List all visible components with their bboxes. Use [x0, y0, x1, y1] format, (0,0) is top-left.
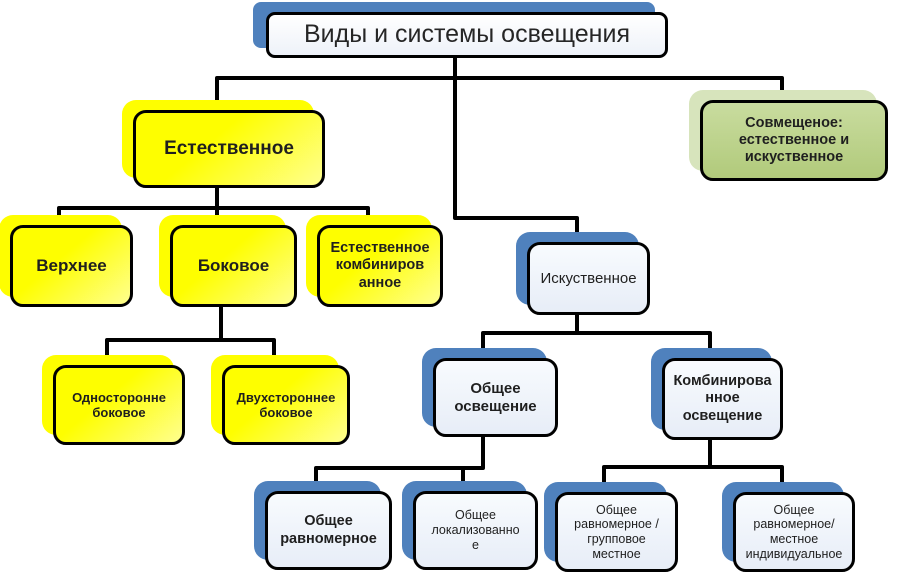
node-label: Виды и системы освещения: [303, 20, 630, 49]
node-title: Виды и системы освещения: [253, 2, 668, 58]
node-label: Общее локализованно е: [431, 508, 520, 552]
node-label: Общее равномерное / групповое местное: [574, 502, 659, 561]
node-natural-lighting: Естественное: [122, 100, 325, 188]
node-top-lighting: Верхнее: [0, 215, 133, 307]
node-box: Общее равномерное/ местное индивидуально…: [733, 492, 855, 572]
node-label: Боковое: [197, 255, 270, 275]
node-combined-natural-artificial: Совмещеное: естественное и искуственное: [689, 90, 888, 181]
node-box: Односторонне боковое: [53, 365, 185, 445]
node-label: Общее освещение: [454, 379, 537, 415]
connector: [215, 76, 784, 110]
connector: [481, 331, 712, 358]
node-side-lighting: Боковое: [159, 215, 297, 307]
node-label: Общее равномерное: [280, 513, 377, 547]
node-label: Верхнее: [36, 255, 107, 275]
node-label: Двухстороннее боковое: [236, 389, 336, 420]
node-label: Совмещеное: естественное и искуственное: [738, 114, 850, 166]
node-box: Естественное: [133, 110, 325, 188]
node-label: Естественное: [164, 137, 294, 159]
node-general-lighting: Общее освещение: [422, 348, 558, 437]
connector: [453, 58, 579, 242]
node-label: Естественное комбиниров анное: [330, 240, 430, 291]
node-combined-lighting: Комбинирова нное освещение: [651, 348, 783, 440]
node-box: Естественное комбиниров анное: [317, 225, 443, 307]
node-artificial-lighting: Искуственное: [516, 232, 650, 315]
node-box: Совмещеное: естественное и искуственное: [700, 100, 888, 181]
node-box: Комбинирова нное освещение: [662, 358, 783, 440]
node-two-sided-lateral: Двухстороннее боковое: [211, 355, 350, 445]
node-box: Двухстороннее боковое: [222, 365, 350, 445]
connector: [314, 437, 485, 491]
node-box: Виды и системы освещения: [266, 12, 668, 58]
node-box: Искуственное: [527, 242, 650, 315]
node-box: Общее локализованно е: [413, 491, 538, 570]
node-one-sided-lateral: Односторонне боковое: [42, 355, 185, 445]
node-box: Верхнее: [10, 225, 133, 307]
node-label: Общее равномерное/ местное индивидуально…: [745, 502, 843, 561]
node-uniform-group-local: Общее равномерное / групповое местное: [544, 482, 678, 572]
node-natural-combined: Естественное комбиниров анное: [306, 215, 443, 307]
connector: [105, 338, 276, 365]
node-box: Общее освещение: [433, 358, 558, 437]
node-general-localized: Общее локализованно е: [402, 481, 538, 570]
node-box: Общее равномерное: [265, 491, 392, 570]
node-general-uniform: Общее равномерное: [254, 481, 392, 570]
node-label: Комбинирова нное освещение: [673, 373, 772, 424]
node-box: Общее равномерное / групповое местное: [555, 492, 678, 572]
node-label: Односторонне боковое: [72, 389, 166, 420]
connector: [602, 465, 784, 492]
node-label: Искуственное: [540, 269, 637, 287]
node-box: Боковое: [170, 225, 297, 307]
node-uniform-individual-local: Общее равномерное/ местное индивидуально…: [722, 482, 855, 572]
